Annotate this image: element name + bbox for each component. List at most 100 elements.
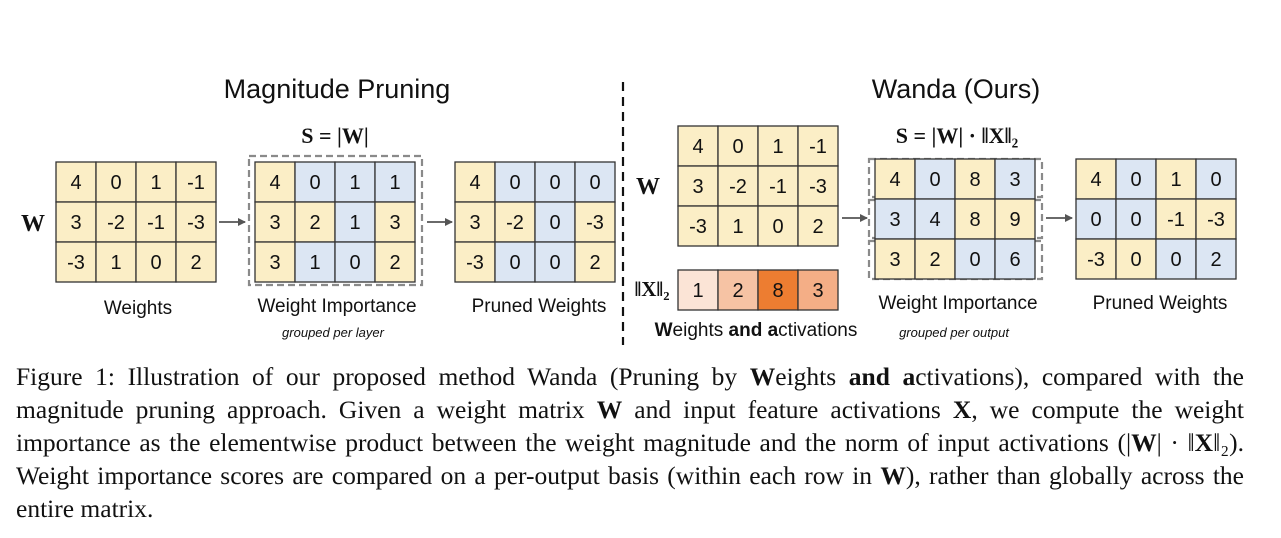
figure-diagram: Magnitude Pruning Wanda (Ours) S = |W| S… [21, 74, 1237, 345]
norm-cell-value: 2 [732, 280, 743, 302]
left-importance-cell-value: 0 [309, 172, 320, 194]
left-pruned-cell [574, 241, 616, 283]
right-weights-cell [677, 165, 719, 207]
left-importance-label: Weight Importance [257, 296, 416, 317]
layer-group-box [247, 154, 424, 287]
right-weights-cell [797, 125, 839, 167]
left-importance-cell-value: 3 [389, 212, 400, 234]
left-pruned-cell [454, 161, 496, 203]
left-pruned-cell-value: 0 [509, 252, 520, 274]
right-weights-cell [797, 205, 839, 247]
right-pruned-cell-value: -3 [1087, 249, 1105, 271]
left-importance-cell [294, 161, 336, 203]
norm-vector: 1 2 8 3 [677, 269, 839, 311]
right-pruned-cell-value: 0 [1130, 169, 1141, 191]
left-pruned-cell-value: 3 [469, 212, 480, 234]
right-weights-cell-value: 1 [772, 136, 783, 158]
right-pruned-cell-value: -1 [1167, 209, 1185, 231]
left-importance-cell [374, 241, 416, 283]
right-weights-cell-value: -3 [809, 176, 827, 198]
right-panel-title: Wanda (Ours) [872, 74, 1041, 104]
right-pruned-cell-value: 1 [1170, 169, 1181, 191]
left-importance-cell [294, 201, 336, 243]
left-weights-cell-value: -1 [147, 212, 165, 234]
left-pruned-cell-value: 0 [509, 172, 520, 194]
right-weights-cell-value: 0 [772, 216, 783, 238]
right-pruned-cell-value: 0 [1130, 209, 1141, 231]
left-importance-sublabel: grouped per layer [282, 325, 385, 340]
left-weights-label: Weights [104, 298, 172, 319]
left-importance-cell-value: 4 [269, 172, 280, 194]
left-weights-cell [55, 161, 97, 203]
norm-cell-value: 8 [772, 280, 783, 302]
left-pruned-cell-value: 0 [549, 172, 560, 194]
norm-cell [717, 269, 759, 311]
right-weights-cell [757, 205, 799, 247]
left-importance-cell-value: 1 [349, 212, 360, 234]
right-importance-cell [914, 198, 956, 240]
right-importance-cell-value: 2 [929, 249, 940, 271]
left-importance-cell [374, 161, 416, 203]
norm-cell-value: 3 [812, 280, 823, 302]
right-weights-cell-value: -3 [689, 216, 707, 238]
right-pruned-cell [1115, 238, 1157, 280]
right-pruned-cell-value: -3 [1207, 209, 1225, 231]
norm-label: ‖X‖₂ [634, 277, 669, 301]
right-w-label: W [636, 174, 660, 200]
left-weights-cell-value: 3 [70, 212, 81, 234]
right-importance-cell [874, 198, 916, 240]
right-weights-cell-value: -1 [769, 176, 787, 198]
right-weights-cell-value: 4 [692, 136, 703, 158]
left-pruned-label: Pruned Weights [472, 296, 607, 317]
right-pruned-cell [1195, 238, 1237, 280]
left-pruned-cell-value: 0 [589, 172, 600, 194]
left-w-label: W [21, 211, 45, 237]
norm-cell [757, 269, 799, 311]
left-weights-cell-value: 1 [110, 252, 121, 274]
right-pruned-cell [1195, 158, 1237, 200]
right-importance-cell-value: 3 [889, 209, 900, 231]
left-importance-cell-value: 1 [389, 172, 400, 194]
right-pruned-cell [1155, 238, 1197, 280]
right-importance-cell-value: 0 [969, 249, 980, 271]
left-weights-cell [175, 201, 217, 243]
right-importance-cell-value: 8 [969, 169, 980, 191]
left-weights-cell-value: 4 [70, 172, 81, 194]
right-pruned-label: Pruned Weights [1093, 293, 1228, 314]
left-panel-title: Magnitude Pruning [224, 74, 451, 104]
left-weights-cell-value: 0 [150, 252, 161, 274]
right-weights-cell-value: 2 [812, 216, 823, 238]
left-importance-cell-value: 3 [269, 252, 280, 274]
left-importance-cell-value: 1 [309, 252, 320, 274]
right-pruned-cell-value: 2 [1210, 249, 1221, 271]
right-importance-cell-value: 6 [1009, 249, 1020, 271]
right-weights-cell [797, 165, 839, 207]
right-pruned-cell-value: 0 [1090, 209, 1101, 231]
right-importance-cell [994, 198, 1036, 240]
left-pruned-cell-value: 0 [549, 212, 560, 234]
right-importance-cell [994, 238, 1036, 280]
right-weights-cell-value: -1 [809, 136, 827, 158]
right-weights-cell-value: -2 [729, 176, 747, 198]
left-importance-cell [294, 241, 336, 283]
right-importance-cell [994, 158, 1036, 200]
left-importance-cell-value: 0 [349, 252, 360, 274]
left-weights-cell-value: 0 [110, 172, 121, 194]
left-weights-cell-value: -2 [107, 212, 125, 234]
left-weights-cell [135, 161, 177, 203]
left-importance-cell-value: 1 [349, 172, 360, 194]
left-weights-cell [95, 241, 137, 283]
right-importance-cell [914, 238, 956, 280]
norm-cell-value: 1 [692, 280, 703, 302]
right-importance-cell-value: 8 [969, 209, 980, 231]
left-importance-cell-value: 2 [309, 212, 320, 234]
right-importance-cell-value: 0 [929, 169, 940, 191]
right-weights-cell [677, 205, 719, 247]
right-pruned-cell-value: 0 [1130, 249, 1141, 271]
left-weights-cell-value: 2 [190, 252, 201, 274]
